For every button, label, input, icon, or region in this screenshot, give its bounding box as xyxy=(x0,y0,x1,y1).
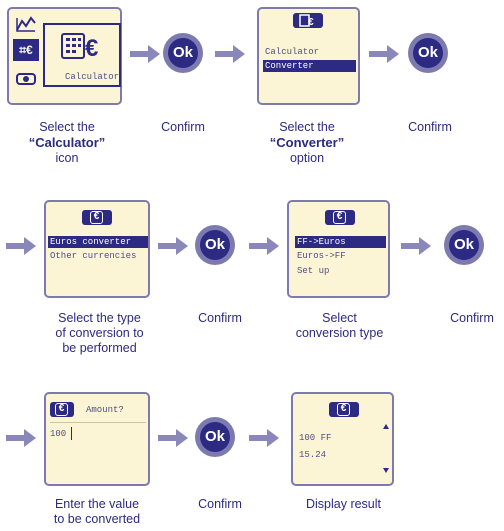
screen-header: € xyxy=(82,210,112,225)
ok-label: Ok xyxy=(168,38,198,68)
caption-bold: “Converter” xyxy=(269,135,345,150)
screen-header: € xyxy=(329,402,359,417)
amount-prompt: Amount? xyxy=(86,405,124,415)
caption-confirm-4: Confirm xyxy=(450,311,494,325)
phone-icon xyxy=(16,73,36,85)
euro-icon: € xyxy=(55,403,68,416)
menu-item-euros-to-ff[interactable]: Euros->FF xyxy=(297,251,346,261)
screen-header: € xyxy=(293,13,323,28)
chart-icon xyxy=(16,16,36,32)
screen-header: € xyxy=(50,402,74,417)
arrow-9 xyxy=(158,426,188,455)
result-source: 100 FF xyxy=(299,433,332,443)
caption-line: conversion type xyxy=(295,326,384,340)
converter-menu-screen: € Calculator Converter xyxy=(257,7,360,105)
arrow-2 xyxy=(215,42,245,71)
arrow-8 xyxy=(6,426,36,455)
caption-line: be performed xyxy=(62,341,137,355)
ok-label: Ok xyxy=(413,38,443,68)
menu-item-converter[interactable]: Converter xyxy=(263,60,356,72)
arrow-7 xyxy=(401,234,431,263)
menu-item-set-up[interactable]: Set up xyxy=(297,266,330,276)
caption-line: Select the xyxy=(279,120,335,134)
caption-select-converter: Select the “Converter” option xyxy=(252,120,362,166)
euro-icon: € xyxy=(90,211,103,224)
ok-label: Ok xyxy=(200,230,230,260)
euro-icon: ⌗€ xyxy=(13,39,39,61)
scroll-down-icon[interactable] xyxy=(383,468,389,473)
calculator-popup: € Calculator xyxy=(43,23,121,87)
arrow-4 xyxy=(6,234,36,263)
amount-input[interactable]: 100 xyxy=(50,429,67,439)
menu-item-ff-to-euros[interactable]: FF->Euros xyxy=(295,236,386,248)
caption-confirm-3: Confirm xyxy=(198,311,242,325)
caption-line: icon xyxy=(55,151,79,165)
svg-text:€: € xyxy=(308,17,314,27)
arrow-3 xyxy=(369,42,399,71)
arrow-10 xyxy=(249,426,279,455)
text-cursor xyxy=(71,427,72,440)
calculator-icon: € xyxy=(61,33,98,61)
caption-select-type: Select the type of conversion to be perf… xyxy=(42,311,157,356)
svg-text:€: € xyxy=(85,35,98,61)
caption-select-calculator: Select the “Calculator” icon xyxy=(12,120,122,166)
caption-select-conversion: Select conversion type xyxy=(282,311,397,341)
scroll-up-icon[interactable] xyxy=(383,424,389,429)
conversion-type-screen: € FF->Euros Euros->FF Set up xyxy=(287,200,390,298)
caption-confirm-1: Confirm xyxy=(161,120,205,134)
caption-confirm-5: Confirm xyxy=(198,497,242,511)
arrow-1 xyxy=(130,42,160,71)
ok-button-5[interactable]: Ok xyxy=(195,417,235,457)
ok-button-1[interactable]: Ok xyxy=(163,33,203,73)
caption-line: option xyxy=(289,151,325,165)
result-value-row: 15.24 xyxy=(299,444,326,462)
ok-button-2[interactable]: Ok xyxy=(408,33,448,73)
caption-line: Select the type xyxy=(58,311,141,325)
caption-line: of conversion to xyxy=(55,326,144,340)
arrow-6 xyxy=(249,234,279,263)
ok-button-3[interactable]: Ok xyxy=(195,225,235,265)
menu-item-other-currencies[interactable]: Other currencies xyxy=(50,251,137,261)
amount-entry-screen: € Amount? 100 xyxy=(44,392,150,486)
calculator-icon-screen: ⌗€ € Calculator xyxy=(7,7,122,105)
caption-line: Select xyxy=(322,311,357,325)
result-screen: € 100 FF 15.24 xyxy=(291,392,394,486)
caption-line: to be converted xyxy=(53,512,141,526)
caption-line: Select the xyxy=(39,120,95,134)
ok-button-4[interactable]: Ok xyxy=(444,225,484,265)
result-value: 15.24 xyxy=(299,450,327,460)
caption-confirm-2: Confirm xyxy=(408,120,452,134)
calculator-label: Calculator xyxy=(65,72,120,82)
menu-item-calculator[interactable]: Calculator xyxy=(265,47,320,57)
caption-line: Enter the value xyxy=(54,497,140,511)
caption-enter-value: Enter the value to be converted xyxy=(38,497,156,527)
ok-label: Ok xyxy=(200,422,230,452)
amount-field-line xyxy=(50,422,146,423)
euros-converter-screen: € Euros converter Other currencies xyxy=(44,200,150,298)
caption-bold: “Calculator” xyxy=(28,135,106,150)
ok-label: Ok xyxy=(449,230,479,260)
calculator-icon: € xyxy=(299,14,314,27)
icon-column: ⌗€ xyxy=(13,13,39,95)
euro-icon: € xyxy=(337,403,350,416)
arrow-5 xyxy=(158,234,188,263)
euro-icon: € xyxy=(333,211,346,224)
screen-header: € xyxy=(325,210,355,225)
menu-item-euros-converter[interactable]: Euros converter xyxy=(48,236,148,248)
caption-display-result: Display result xyxy=(305,497,382,511)
